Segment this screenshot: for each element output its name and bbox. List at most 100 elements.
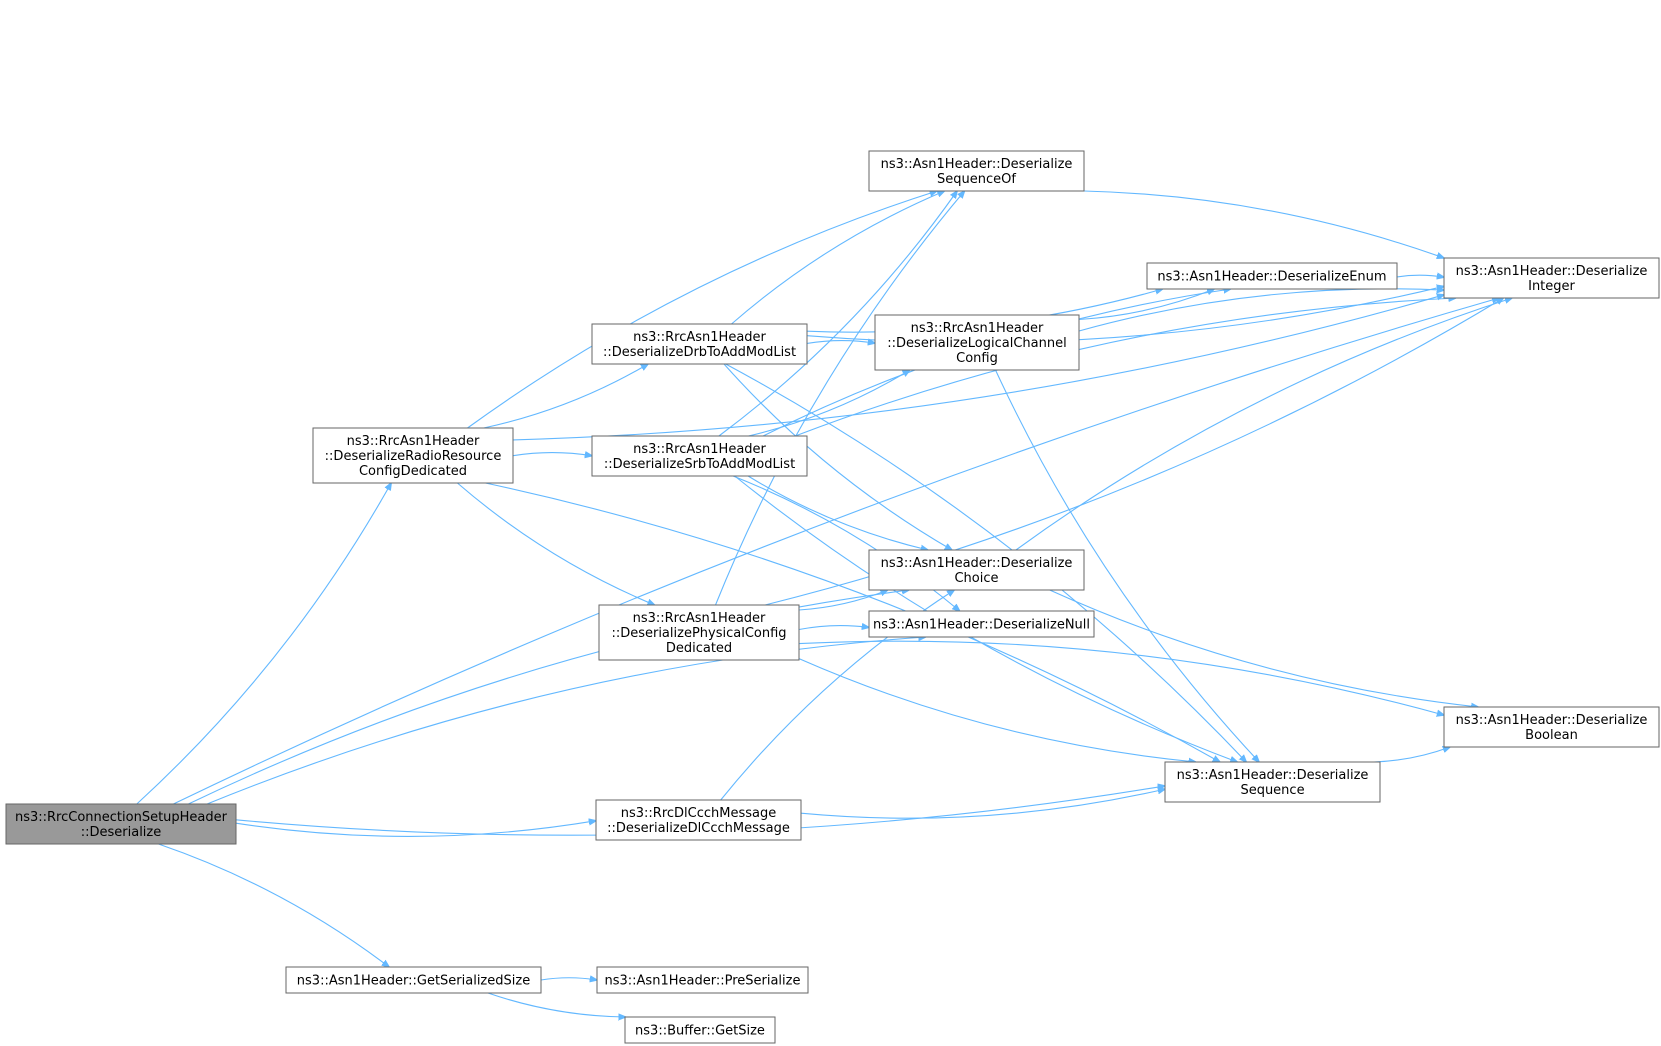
node-label: ns3::Asn1Header::GetSerializedSize <box>297 974 530 989</box>
node-box <box>1443 257 1660 299</box>
node-box <box>624 1016 776 1044</box>
node-label: ns3::RrcAsn1Header <box>633 611 766 626</box>
edge-n3-to-n8 <box>748 370 909 437</box>
node-label: ::Deserialize <box>81 825 162 840</box>
node-box <box>595 799 802 841</box>
node-box <box>596 966 809 994</box>
node-label: Dedicated <box>666 641 732 656</box>
edge-n13-to-n15 <box>1396 275 1444 277</box>
node-box <box>874 314 1080 371</box>
edge-n8-to-n14 <box>995 369 1260 762</box>
edge-n2-to-n9 <box>723 363 952 550</box>
node-label: ::DeserializePhysicalConfig <box>611 626 786 641</box>
deserialize-srb-to-add-mod-list-node[interactable]: ns3::RrcAsn1Header::DeserializeSrbToAddM… <box>591 435 808 477</box>
pre-serialize-node[interactable]: ns3::Asn1Header::PreSerialize <box>596 966 809 994</box>
edge-n0-to-n9 <box>188 590 909 805</box>
node-label: ns3::RrcDlCcchMessage <box>621 806 777 821</box>
node-label: ns3::Asn1Header::Deserialize <box>881 556 1073 571</box>
edge-n2-to-n7 <box>731 191 945 325</box>
edge-n8-to-n13 <box>1078 289 1214 321</box>
edge-n0-to-n15 <box>173 298 1499 805</box>
edge-n4-to-n7 <box>714 191 965 606</box>
edge-n4-to-n16 <box>798 640 1444 715</box>
deserialize-radio-resource-config-dedicated-node[interactable]: ns3::RrcAsn1Header::DeserializeRadioReso… <box>312 427 514 484</box>
edge-n7-to-n15 <box>1083 190 1444 258</box>
node-box <box>868 549 1085 591</box>
node-box <box>1146 262 1398 290</box>
edge-n0-to-n5 <box>235 821 596 837</box>
node-box <box>591 323 808 365</box>
edge-n3-to-n10 <box>732 475 960 611</box>
node-label: Integer <box>1528 279 1575 294</box>
node-label: Boolean <box>1525 728 1578 743</box>
node-label: ::DeserializeSrbToAddModList <box>604 457 795 472</box>
get-serialized-size-node[interactable]: ns3::Asn1Header::GetSerializedSize <box>285 966 542 994</box>
node-box <box>1164 761 1381 803</box>
node-label: ns3::RrcAsn1Header <box>347 434 480 449</box>
node-label: ns3::RrcAsn1Header <box>633 442 766 457</box>
edge-n3-to-n14 <box>734 475 1238 762</box>
node-box <box>598 604 800 661</box>
edge-n3-to-n9 <box>747 475 928 550</box>
edge-n1-to-n7 <box>467 191 937 429</box>
edge-n6-to-n12 <box>487 992 626 1017</box>
node-label: ns3::Asn1Header::Deserialize <box>1456 264 1648 279</box>
edge-n14-to-n16 <box>1373 747 1450 763</box>
edge-n1-to-n2 <box>483 364 648 429</box>
edge-n1-to-n14 <box>485 482 1220 762</box>
node-box <box>868 610 1095 638</box>
edge-n1-to-n15 <box>512 295 1444 441</box>
node-label: ns3::RrcAsn1Header <box>911 321 1044 336</box>
node-label: ns3::Asn1Header::DeserializeEnum <box>1157 270 1386 285</box>
rrc-connection-setup-deserialize-node[interactable]: ns3::RrcConnectionSetupHeader::Deseriali… <box>5 803 237 845</box>
edge-n9-to-n16 <box>1049 589 1479 707</box>
edge-n4-to-n10 <box>798 626 869 630</box>
edge-n2-to-n14 <box>725 363 1247 762</box>
node-label: ::DeserializeRadioResource <box>325 449 502 464</box>
edge-n1-to-n4 <box>457 482 654 605</box>
node-label: ::DeserializeDrbToAddModList <box>603 345 796 360</box>
node-label: SequenceOf <box>937 172 1016 187</box>
node-label: ns3::Asn1Header::DeserializeNull <box>873 618 1090 633</box>
edge-n2-to-n8 <box>806 341 875 344</box>
node-box <box>5 803 237 845</box>
node-label: ns3::Asn1Header::Deserialize <box>1456 713 1648 728</box>
edges-layer <box>136 190 1512 1017</box>
edge-n9-to-n15 <box>1015 298 1512 551</box>
deserialize-logical-channel-config-node[interactable]: ns3::RrcAsn1Header::DeserializeLogicalCh… <box>874 314 1080 371</box>
node-label: ns3::RrcConnectionSetupHeader <box>15 810 228 825</box>
node-label: ::DeserializeLogicalChannel <box>887 336 1066 351</box>
node-box <box>1443 706 1660 748</box>
deserialize-dl-ccch-message-node[interactable]: ns3::RrcDlCcchMessage::DeserializeDlCcch… <box>595 799 802 841</box>
node-label: ::DeserializeDlCcchMessage <box>607 821 790 836</box>
edge-n3-to-n7 <box>718 191 957 437</box>
node-label: ns3::Buffer::GetSize <box>635 1024 765 1039</box>
buffer-get-size-node[interactable]: ns3::Buffer::GetSize <box>624 1016 776 1044</box>
edge-n0-to-n6 <box>158 843 390 967</box>
edge-n3-to-n15 <box>795 298 1456 437</box>
node-label: ns3::Asn1Header::PreSerialize <box>605 974 801 989</box>
node-box <box>868 150 1085 192</box>
deserialize-null-node[interactable]: ns3::Asn1Header::DeserializeNull <box>868 610 1095 638</box>
edge-n0-to-n1 <box>136 483 391 805</box>
node-label: ns3::RrcAsn1Header <box>633 330 766 345</box>
edge-n4-to-n9 <box>798 590 888 611</box>
deserialize-drb-to-add-mod-list-node[interactable]: ns3::RrcAsn1Header::DeserializeDrbToAddM… <box>591 323 808 365</box>
edge-n1-to-n3 <box>512 453 592 456</box>
nodes-layer: ns3::RrcConnectionSetupHeader::Deseriali… <box>5 150 1660 1044</box>
node-box <box>591 435 808 477</box>
deserialize-physical-config-dedicated-node[interactable]: ns3::RrcAsn1Header::DeserializePhysicalC… <box>598 604 800 661</box>
node-label: ns3::Asn1Header::Deserialize <box>881 157 1073 172</box>
node-label: ns3::Asn1Header::Deserialize <box>1177 768 1369 783</box>
node-label: Choice <box>954 571 998 586</box>
deserialize-enum-node[interactable]: ns3::Asn1Header::DeserializeEnum <box>1146 262 1398 290</box>
edge-n4-to-n14 <box>798 658 1196 762</box>
node-label: Sequence <box>1240 783 1304 798</box>
edge-n5-to-n14 <box>800 789 1165 819</box>
